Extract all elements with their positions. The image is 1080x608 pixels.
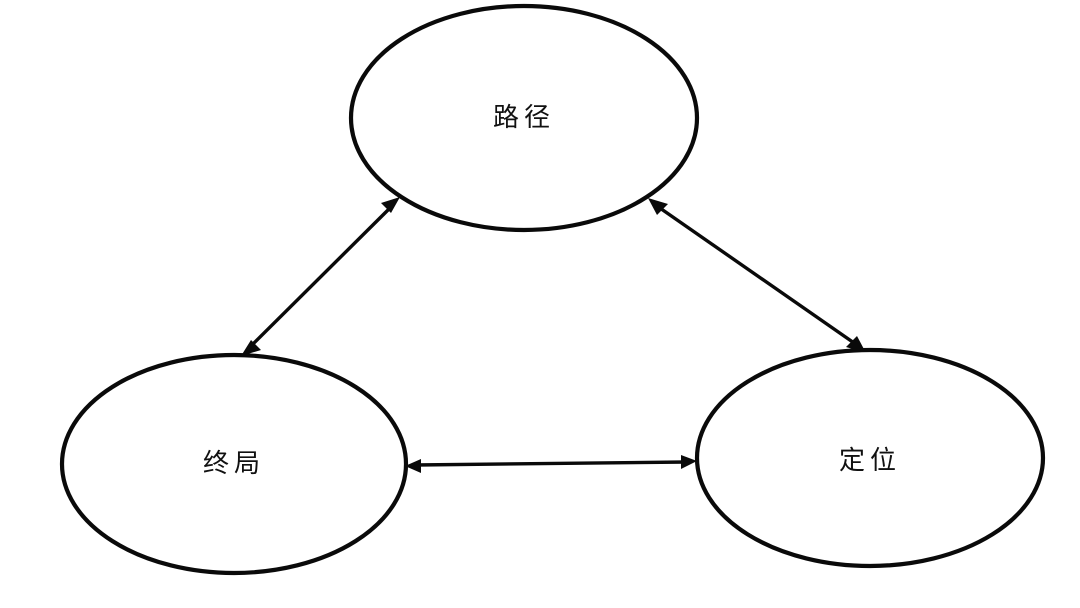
edge-path-positioning-arrowhead-to-path (648, 198, 668, 215)
node-path-ellipse[interactable] (348, 3, 700, 233)
node-positioning-label: 定位 (839, 446, 901, 475)
edge-path-positioning (648, 198, 866, 353)
edge-endgame-positioning (405, 455, 697, 473)
node-positioning[interactable]: 定位 (694, 347, 1046, 569)
edge-endgame-path (241, 197, 400, 356)
node-path[interactable]: 路径 (348, 3, 700, 233)
node-endgame-ellipse[interactable] (59, 352, 409, 576)
node-endgame[interactable]: 终局 (59, 352, 409, 576)
edge-endgame-positioning-arrowhead-to-positioning (681, 455, 697, 469)
edge-endgame-path-arrowhead-to-endgame (241, 340, 261, 356)
node-positioning-ellipse[interactable] (694, 347, 1046, 569)
edge-endgame-positioning-line (414, 460, 688, 467)
node-endgame-label: 终局 (203, 449, 265, 478)
edge-endgame-path-line (248, 204, 394, 349)
edge-endgame-positioning-arrowhead-to-endgame (405, 459, 421, 473)
edge-endgame-path-arrowhead-to-path (381, 197, 400, 213)
edge-path-positioning-line (656, 204, 858, 347)
node-path-label: 路径 (493, 103, 555, 132)
